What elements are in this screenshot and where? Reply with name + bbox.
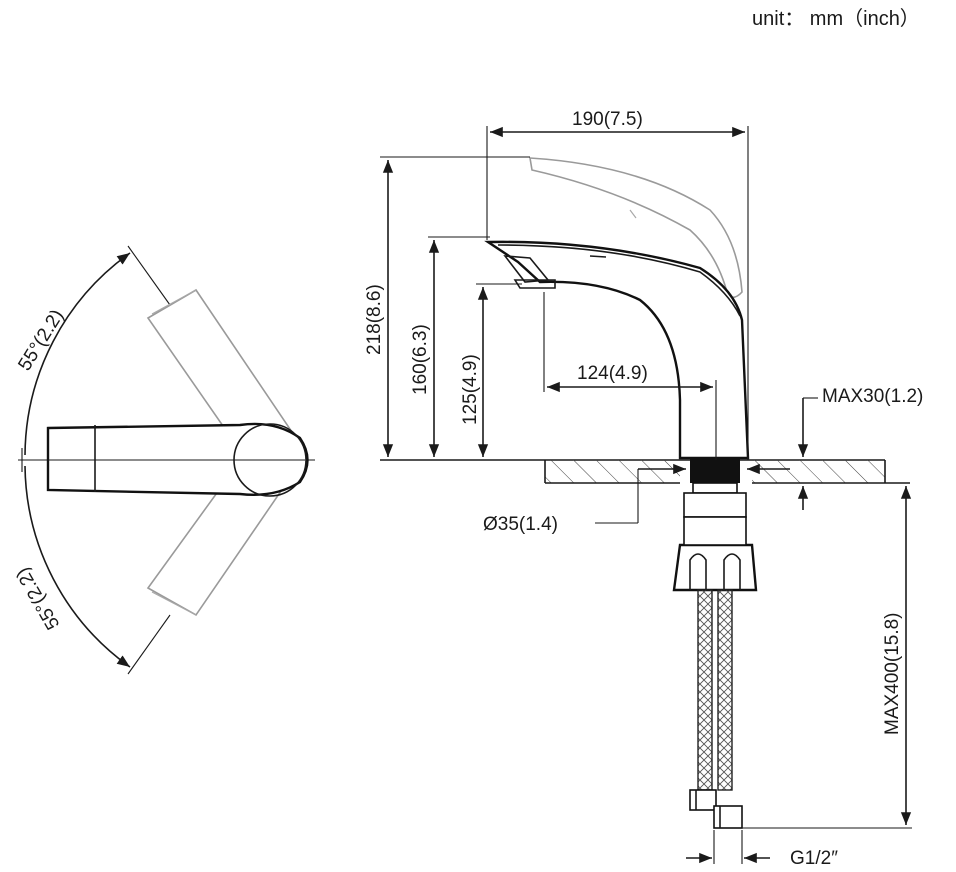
rotation-label-lower: 55°(2.2) [12,564,64,633]
supply-hoses [689,589,743,829]
dim-outlet-height: 125(4.9) [460,354,481,425]
top-view: 55°(2.2) 55°(2.2) [12,245,315,675]
dim-spout-height: 160(6.3) [410,324,431,395]
side-view: 190(7.5) 218(8.6) 160(6.3) 125(4.9) 124(… [364,109,923,869]
deck-hatch-right [752,460,885,483]
dim-thread: G1/2″ [790,848,838,869]
dim-deck-thickness: MAX30(1.2) [822,386,923,407]
faucet-body [484,240,750,460]
spout-raised-ghost [529,157,743,299]
mounting-shank [672,458,758,592]
dim-spout-reach: 190(7.5) [572,109,643,130]
unit-label: unit： mm（inch） [752,7,920,30]
dim-total-height: 218(8.6) [364,284,385,355]
deck-hatch-left [545,460,680,483]
dim-outlet-reach: 124(4.9) [577,363,648,384]
dim-hole-diameter: Ø35(1.4) [483,514,558,535]
rotation-arc [24,252,131,456]
rotation-label-upper: 55°(2.2) [14,306,68,375]
handle-center [46,422,309,497]
dim-hose-length: MAX400(15.8) [882,612,903,735]
